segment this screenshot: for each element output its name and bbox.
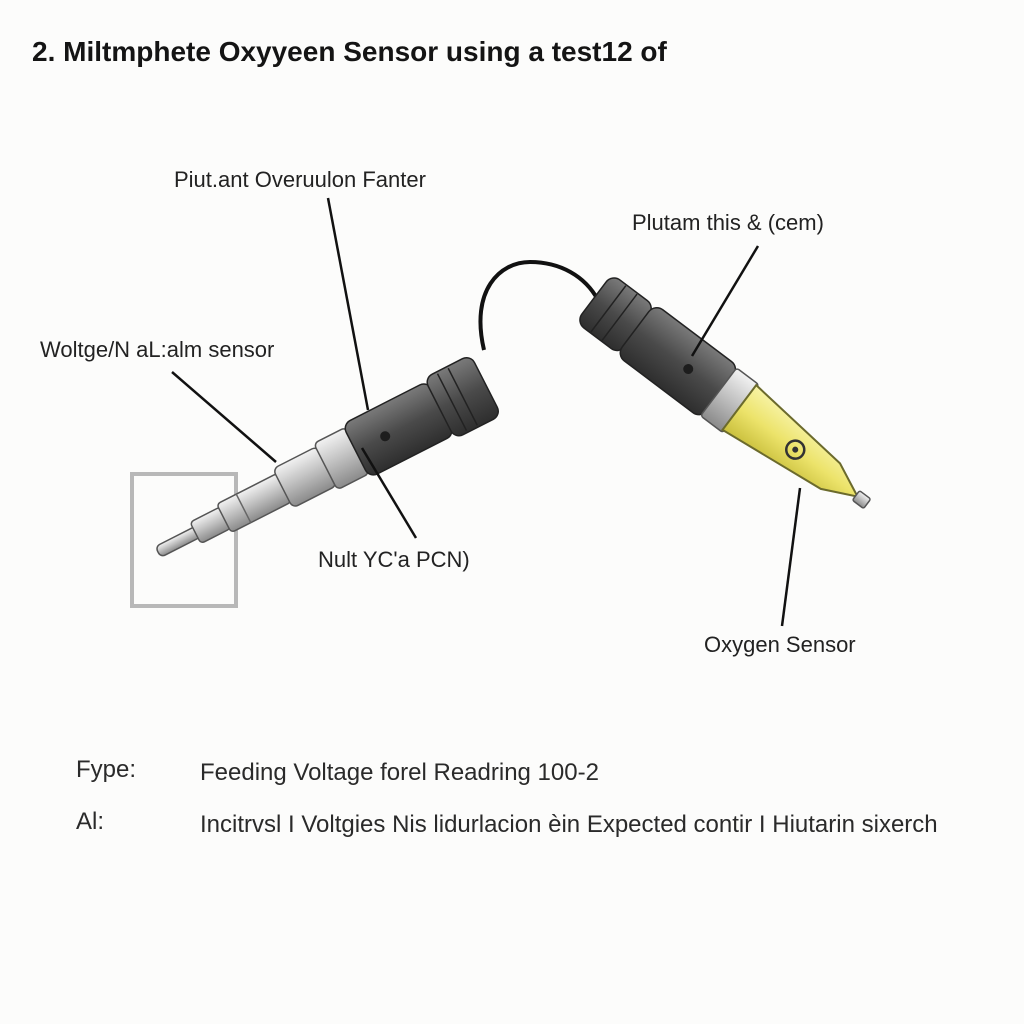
info-value: Incitrvsl I Voltgies Nis lidurlacion èin…	[200, 811, 938, 838]
label-filter: Piut.ant Overuulon Fanter	[174, 167, 426, 192]
callout-line-nult	[360, 447, 418, 539]
label-plutam: Plutam this & (cem)	[632, 210, 824, 235]
callout-line-plutam	[690, 245, 760, 357]
oxygen-sensor-body	[579, 277, 871, 509]
label-nult-pcn: Nult YC'a PCN)	[318, 547, 470, 572]
label-voltage-sensor: Woltge/N aL:alm sensor	[40, 337, 275, 362]
info-key: Fype:	[76, 756, 137, 783]
callout-line-filter	[326, 197, 370, 411]
info-value: Feeding Voltage forel Readring 100-2	[200, 759, 599, 786]
connector-cable	[478, 259, 600, 351]
multimeter-probe	[156, 356, 499, 557]
probe-tip-frame	[130, 472, 238, 608]
callout-line-voltage	[171, 371, 277, 463]
label-oxygen-sensor: Oxygen Sensor	[704, 632, 856, 657]
callout-line-oxygen	[780, 487, 802, 627]
info-key: Al:	[76, 808, 105, 835]
oxygen-sensor-diagram	[130, 197, 871, 627]
page-title: 2. Miltmphete Oxyyeen Sensor using a tes…	[32, 36, 667, 67]
